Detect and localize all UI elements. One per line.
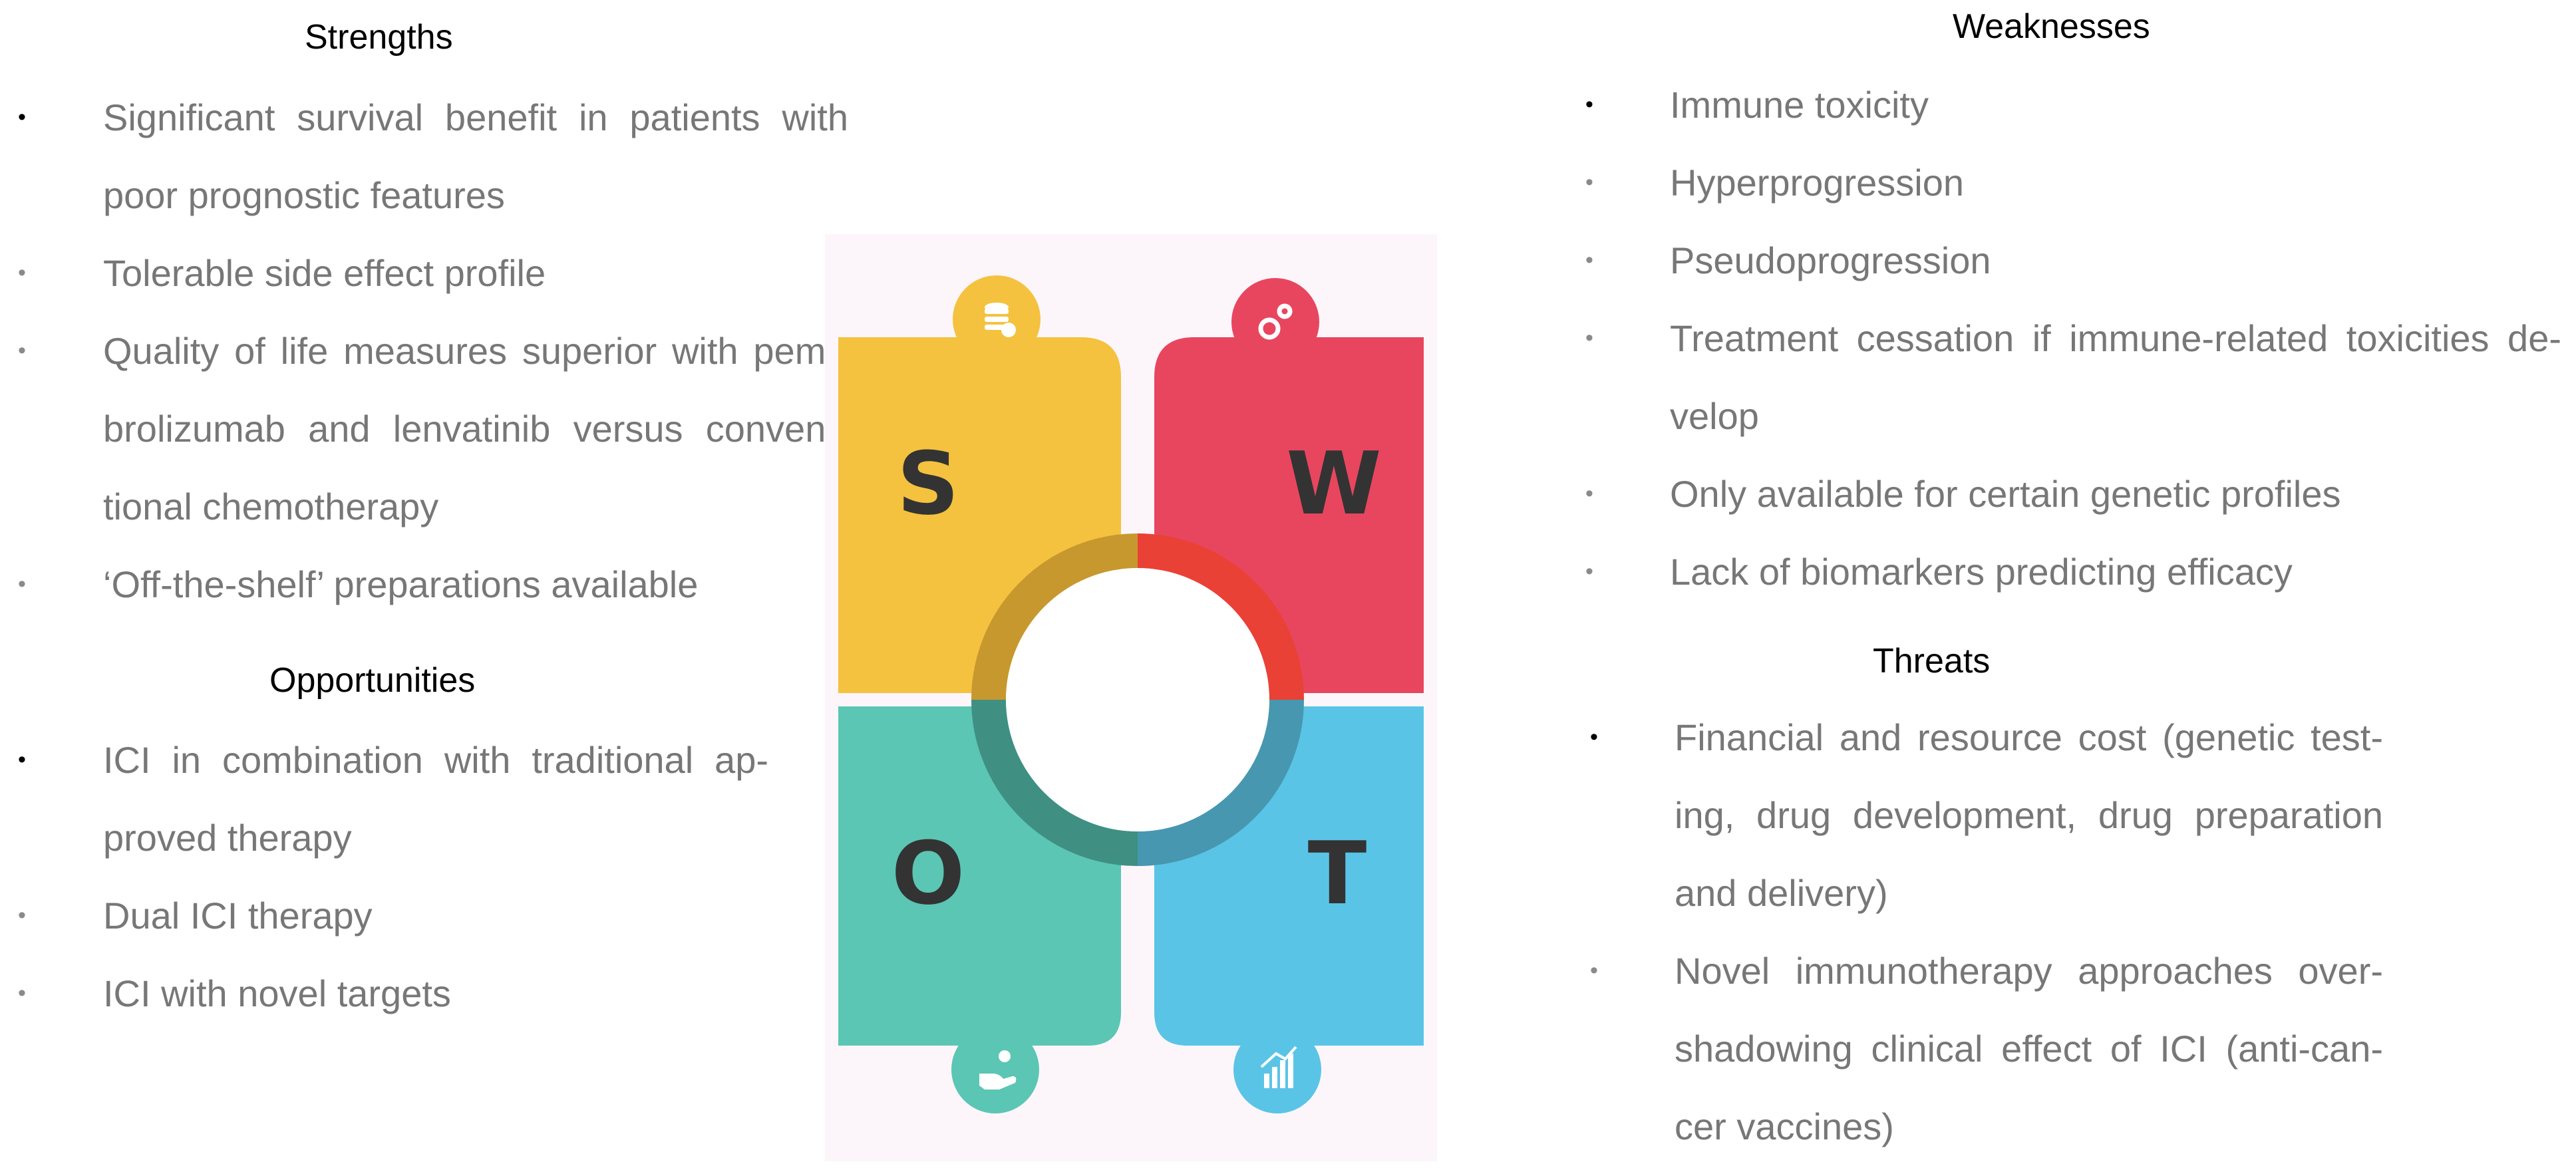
opportunities-heading: Opportunities <box>269 661 476 700</box>
weaknesses-ring <box>1137 533 1304 700</box>
bullet-icon: • <box>1590 724 1598 750</box>
list-item: • Financial and resource cost (genetic t… <box>1590 698 2383 932</box>
weakness-text: Immune toxicity <box>1670 84 1929 126</box>
gears-icon <box>1258 303 1293 340</box>
weaknesses-heading: Weaknesses <box>1953 7 2150 46</box>
strengths-heading: Strengths <box>305 18 453 57</box>
list-item: • ICI in combination with traditional ap… <box>18 721 768 877</box>
bullet-icon: • <box>18 571 26 597</box>
bullet-icon: • <box>18 338 26 363</box>
strength-text: Significant survival benefit in patients… <box>103 96 848 216</box>
threats-ring <box>1137 699 1304 866</box>
bullet-icon: • <box>1585 247 1593 273</box>
strength-text: Quality of life measures superior with p… <box>103 330 838 527</box>
list-item: • Lack of biomarkers predicting efficacy <box>1585 533 2561 611</box>
bullet-icon: • <box>18 260 26 285</box>
threats-heading: Threats <box>1873 642 1991 680</box>
weaknesses-list: • Immune toxicity • Hyperprogression • P… <box>1585 66 2561 611</box>
threat-text: Novel immunotherapy approaches over-shad… <box>1675 950 2383 1147</box>
bar-chart-icon <box>1260 1046 1297 1088</box>
bullet-icon: • <box>18 903 26 928</box>
threats-list: • Financial and resource cost (genetic t… <box>1590 698 2383 1165</box>
o-letter: O <box>891 823 965 924</box>
list-item: • Hyperprogression <box>1585 144 2561 221</box>
opportunity-text: Dual ICI therapy <box>103 895 373 937</box>
threat-text: Financial and resource cost (genetic tes… <box>1675 716 2383 914</box>
w-letter: W <box>1286 433 1381 534</box>
bullet-icon: • <box>1590 958 1598 983</box>
opportunities-list: • ICI in combination with traditional ap… <box>18 721 768 1032</box>
swot-diagram: S W O T <box>825 234 1437 1161</box>
center-circle <box>1006 568 1269 831</box>
opportunity-text: ICI in combination with traditional ap-p… <box>103 739 768 859</box>
coins-icon <box>985 303 1016 337</box>
opportunity-text: ICI with novel targets <box>103 972 451 1014</box>
list-item: • ICI with novel targets <box>18 954 768 1032</box>
weakness-text: Only available for certain genetic profi… <box>1670 473 2341 515</box>
weakness-text: Treatment cessation if immune-related to… <box>1670 317 2561 437</box>
list-item: • Treatment cessation if immune-related … <box>1585 299 2561 455</box>
list-item: • Pseudoprogression <box>1585 221 2561 299</box>
bullet-icon: • <box>1585 92 1593 117</box>
bullet-icon: • <box>18 747 26 772</box>
list-item: • Significant survival benefit in patien… <box>18 78 848 234</box>
weakness-text: Hyperprogression <box>1670 162 1964 204</box>
list-item: • Immune toxicity <box>1585 66 2561 144</box>
list-item: • Tolerable side effect profile <box>18 234 848 312</box>
bullet-icon: • <box>1585 325 1593 351</box>
opportunities-tab <box>951 1026 1039 1113</box>
bullet-icon: • <box>18 104 26 130</box>
list-item: • Only available for certain genetic pro… <box>1585 455 2561 533</box>
t-letter: T <box>1308 823 1367 924</box>
hand-coin-icon <box>979 1050 1017 1090</box>
strengths-ring <box>971 533 1138 700</box>
s-letter: S <box>897 433 959 534</box>
bullet-icon: • <box>1585 481 1593 506</box>
strength-text: Tolerable side effect profile <box>103 252 546 294</box>
opportunities-ring <box>971 699 1138 866</box>
list-item: • ‘Off-the-shelf’ preparations available <box>18 545 848 623</box>
list-item: • Dual ICI therapy <box>18 877 768 954</box>
weakness-text: Pseudoprogression <box>1670 239 1991 281</box>
bullet-icon: • <box>1585 170 1593 195</box>
weakness-text: Lack of biomarkers predicting efficacy <box>1670 551 2293 593</box>
list-item: • Novel immunotherapy approaches over-sh… <box>1590 932 2383 1165</box>
list-item: • Quality of life measures superior with… <box>18 312 838 545</box>
strength-text: ‘Off-the-shelf’ preparations available <box>103 563 699 605</box>
bullet-icon: • <box>1585 559 1593 584</box>
bullet-icon: • <box>18 980 26 1006</box>
strengths-list: • Significant survival benefit in patien… <box>18 78 848 623</box>
